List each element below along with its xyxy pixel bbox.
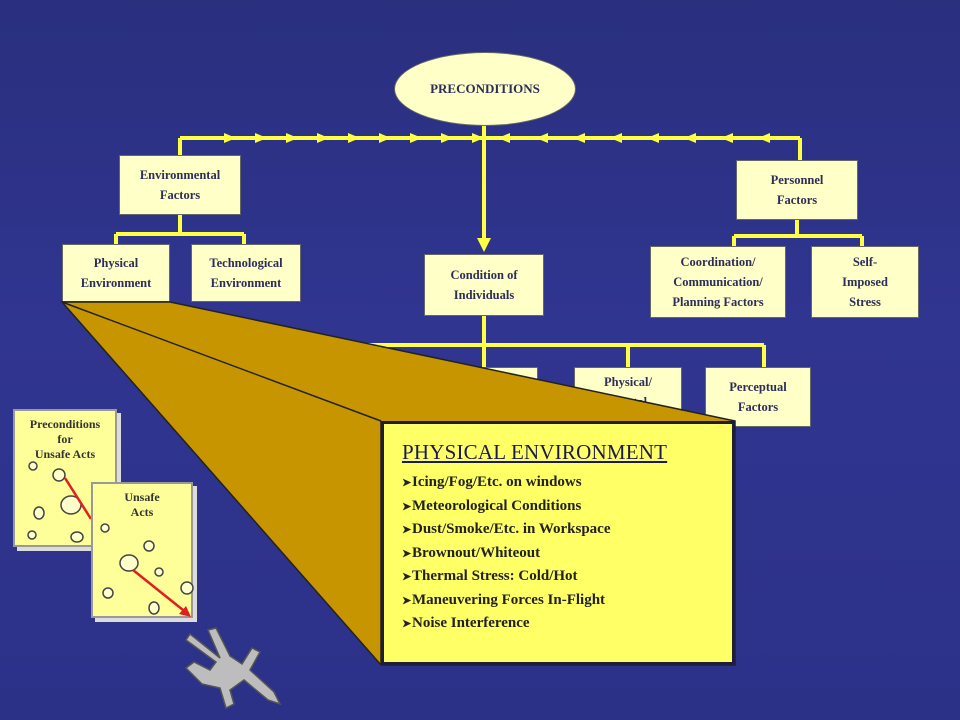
environmental-factors-label: Environmental Factors (139, 168, 221, 202)
callout-item: ➤Dust/Smoke/Etc. in Workspace (402, 518, 732, 542)
arrow-bullet-icon: ➤ (402, 524, 412, 536)
callout-item-text: Dust/Smoke/Etc. in Workspace (412, 521, 611, 537)
arrow-bullet-icon: ➤ (402, 547, 412, 560)
callout-item: ➤Brownout/Whiteout (402, 542, 732, 566)
bus-arrowheads (224, 133, 770, 252)
preconditions-card-holes (27, 461, 93, 543)
callout-item-text: Thermal Stress: Cold/Hot (412, 568, 578, 584)
arrow-bullet-icon: ➤ (402, 477, 412, 489)
preconditions-label: PRECONDITIONS (430, 81, 540, 96)
personnel-factors-label: Personnel Factors (770, 173, 824, 207)
callout-item-text: Noise Interference (412, 615, 530, 631)
physical-environment-label: Physical Environment (80, 256, 152, 290)
preconditions-node: PRECONDITIONS (394, 52, 576, 126)
condition-of-individuals-box: Condition of Individuals (424, 254, 544, 316)
arrow-bullet-icon: ➤ (402, 571, 412, 583)
callout-item: ➤Noise Interference (402, 612, 732, 636)
unsafe-acts-card-holes (100, 523, 194, 617)
unsafe-acts-card-label: Unsafe Acts (124, 490, 160, 519)
technological-environment-label: Technological Environment (209, 256, 283, 290)
aircraft-icon (184, 627, 282, 710)
self-imposed-stress-label: Self- Imposed Stress (842, 255, 888, 309)
self-imposed-stress-box: Self- Imposed Stress (811, 246, 919, 318)
callout-item: ➤Maneuvering Forces In-Flight (402, 589, 732, 613)
coordination-label: Coordination/ Communication/ Planning Fa… (672, 255, 764, 309)
callout-item-text: Meteorological Conditions (412, 497, 582, 514)
personnel-factors-box: Personnel Factors (736, 160, 858, 220)
unsafe-acts-card: Unsafe Acts (91, 482, 194, 618)
preconditions-card-label: Preconditions for Unsafe Acts (29, 417, 101, 461)
condition-of-individuals-label: Condition of Individuals (450, 268, 518, 302)
environmental-factors-box: Environmental Factors (119, 155, 241, 215)
callout-item: ➤Meteorological Conditions (402, 495, 732, 519)
arrow-bullet-icon: ➤ (402, 594, 412, 607)
perceptual-factors-label: Perceptual Factors (729, 380, 787, 414)
callout-item: ➤Thermal Stress: Cold/Hot (402, 565, 732, 589)
physical-environment-callout: PHYSICAL ENVIRONMENT ➤Icing/Fog/Etc. on … (381, 421, 735, 665)
callout-title: PHYSICAL ENVIRONMENT (402, 440, 668, 464)
arrow-bullet-icon: ➤ (402, 618, 412, 630)
callout-item: ➤Icing/Fog/Etc. on windows (402, 471, 732, 495)
callout-item-text: Brownout/Whiteout (412, 544, 541, 561)
callout-list: ➤Icing/Fog/Etc. on windows ➤Meteorologic… (402, 471, 732, 636)
callout-item-text: Maneuvering Forces In-Flight (412, 591, 606, 608)
arrow-bullet-icon: ➤ (402, 500, 412, 513)
coordination-box: Coordination/ Communication/ Planning Fa… (650, 246, 786, 318)
technological-environment-box: Technological Environment (191, 244, 301, 302)
perceptual-factors-box: Perceptual Factors (705, 367, 811, 427)
callout-item-text: Icing/Fog/Etc. on windows (412, 474, 582, 490)
